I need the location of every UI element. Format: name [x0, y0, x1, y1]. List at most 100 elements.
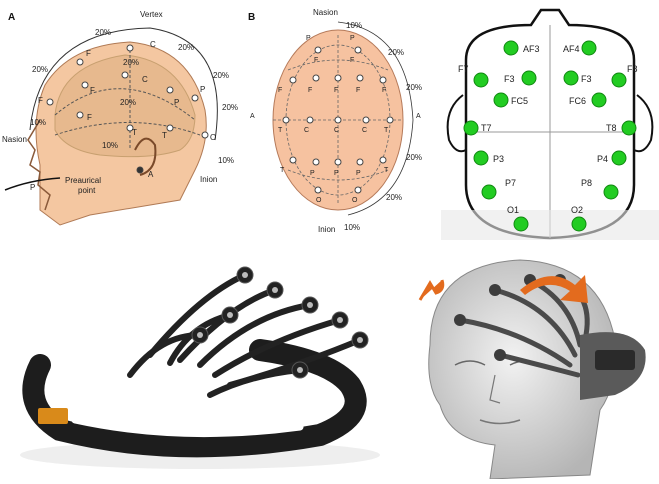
label-f4: F	[356, 87, 360, 94]
logo-plate	[38, 408, 68, 424]
label-o: O	[210, 133, 216, 142]
label-o2: O	[352, 197, 358, 204]
electrode-o1	[514, 217, 528, 231]
inion-label: Inion	[318, 225, 335, 234]
electrode-p3	[474, 151, 488, 165]
electrode-p3	[167, 87, 173, 93]
head-illustration	[400, 245, 659, 479]
label-t5: T	[280, 167, 285, 174]
label-f: F	[38, 96, 43, 105]
electrode-o1	[202, 132, 208, 138]
label-a: A	[148, 170, 154, 179]
electrode-t5	[167, 125, 173, 131]
pct-label: 20%	[178, 43, 194, 52]
label-af3: AF3	[523, 44, 540, 54]
rotate-arrow-left-icon	[420, 280, 443, 300]
electrode-fp1	[47, 99, 53, 105]
label-f7: F	[278, 87, 282, 94]
electrode-f7	[77, 59, 83, 65]
label-fz: F	[334, 87, 338, 94]
label-f: F	[87, 113, 92, 122]
label-p7: P7	[505, 178, 516, 188]
label-o1: O1	[507, 205, 519, 215]
label-f7: F7	[458, 64, 469, 74]
label-p: P	[200, 85, 205, 94]
electrode-af3	[504, 41, 518, 55]
electrode-f4	[564, 71, 578, 85]
pct-label: 20%	[386, 193, 402, 202]
electrode-p7	[482, 185, 496, 199]
top-view-diagram: B Nasion Inion P P F F F F F F F A T C C…	[238, 0, 438, 240]
label-f3: F	[308, 87, 312, 94]
electrode-fc6	[592, 93, 606, 107]
channel-map: AF3 AF4 F7 F8 F3 F3 FC5 FC6 T7 T8 P3 P4 …	[441, 0, 659, 240]
label-pg2: P	[350, 35, 355, 42]
label-pz: P	[334, 170, 339, 177]
pct10-label: 10%	[344, 223, 360, 232]
pct-label: 20%	[95, 28, 111, 37]
pct10-label: 10%	[218, 156, 234, 165]
side-view-diagram: A Vertex Nasion Inion Preaurical point 2…	[0, 0, 240, 240]
label-t3: T	[278, 127, 283, 134]
label-f8: F	[382, 87, 386, 94]
label-t7: T7	[481, 123, 492, 133]
label-t4: T	[384, 127, 389, 134]
pct10-label: 10%	[346, 21, 362, 30]
vertex-label: Vertex	[140, 10, 163, 19]
label-c3: C	[304, 127, 309, 134]
preauricular-label-1: Preaurical	[65, 176, 101, 185]
electrode-p4	[612, 151, 626, 165]
label-p4: P4	[597, 154, 608, 164]
label-p3: P	[310, 170, 315, 177]
electrode-f7b	[77, 112, 83, 118]
label-f3: F3	[504, 74, 515, 84]
nasion-label: Nasion	[313, 8, 338, 17]
panel-b-letter: B	[248, 12, 255, 23]
electrode-f3	[82, 82, 88, 88]
headset-photo	[0, 245, 400, 479]
pct-label: 20%	[213, 71, 229, 80]
label-p4: P	[356, 170, 361, 177]
label-cz: C	[334, 127, 339, 134]
inion-label: Inion	[200, 175, 217, 184]
label-p: P	[30, 183, 35, 192]
label-p3: P3	[493, 154, 504, 164]
headset-module	[595, 350, 635, 370]
label-a2: A	[416, 113, 421, 120]
panel-a-letter: A	[8, 12, 15, 23]
electrode-o2	[572, 217, 586, 231]
pct-label: 20%	[406, 153, 422, 162]
label-p8: P8	[581, 178, 592, 188]
label-c4: C	[362, 127, 367, 134]
electrode-f8	[612, 73, 626, 87]
label-fp2: F	[350, 57, 354, 64]
preauricular-label-2: point	[78, 186, 96, 195]
label-a1: A	[250, 113, 255, 120]
electrode-p8	[604, 185, 618, 199]
label-f: F	[90, 86, 95, 95]
pct-label: 20%	[123, 58, 139, 67]
pct10-label: 10%	[102, 141, 118, 150]
pct-label: 20%	[222, 103, 238, 112]
pct-label: 20%	[406, 83, 422, 92]
label-pg1: P	[306, 35, 311, 42]
pct-label: 20%	[388, 48, 404, 57]
electrode-f7	[474, 73, 488, 87]
label-t: T	[162, 131, 167, 140]
label-fc5: FC5	[511, 96, 528, 106]
label-t8: T8	[606, 123, 617, 133]
pct-label: 20%	[32, 65, 48, 74]
electrode-t7	[464, 121, 478, 135]
pct-label: 20%	[120, 98, 136, 107]
label-c: C	[142, 75, 148, 84]
electrode-fc5	[494, 93, 508, 107]
electrode-cz	[127, 45, 133, 51]
electrode-t8	[622, 121, 636, 135]
nasion-label: Nasion	[2, 135, 27, 144]
electrode-a1	[137, 167, 143, 173]
electrode-c3	[122, 72, 128, 78]
label-c: C	[150, 40, 156, 49]
label-fp1: F	[314, 57, 318, 64]
electrode-f3	[522, 71, 536, 85]
label-p: P	[174, 98, 179, 107]
